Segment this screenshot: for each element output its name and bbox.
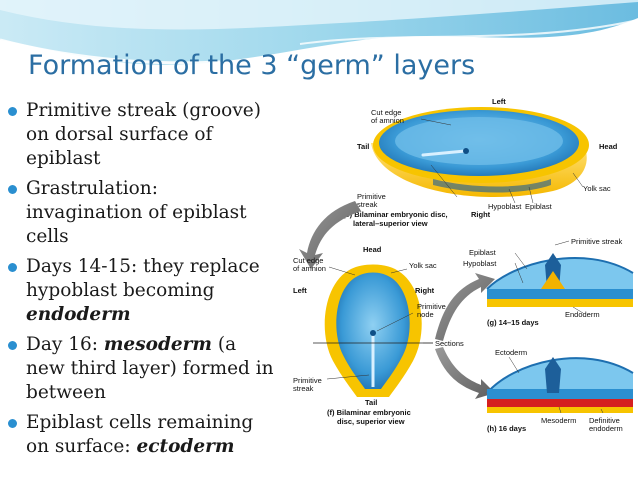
label-head-f: Head <box>363 245 382 254</box>
label-of-amnion: of amnion <box>371 116 404 125</box>
bullet-item: Day 16: mesoderm (a new third layer) for… <box>6 333 278 405</box>
bullet-icon <box>8 263 17 272</box>
arrow-to-h-icon <box>435 347 495 399</box>
label-definitive-1: Definitive <box>589 416 620 425</box>
panel-h-cross-section: Ectoderm Mesoderm Definitive endoderm (h… <box>486 348 634 433</box>
cell-row-h <box>487 389 633 399</box>
bullet-emphasis: mesoderm <box>103 334 212 355</box>
primitive-node-f <box>370 330 376 336</box>
label-yolk-sac: Yolk sac <box>583 184 611 193</box>
label-left-f: Left <box>293 286 307 295</box>
cell-row-g <box>487 289 633 299</box>
label-primitive: Primitive <box>357 192 386 201</box>
panel-f-superior-view: Head Cut edge of amnion Yolk sac Left Ri… <box>293 245 464 426</box>
mesoderm-layer-h <box>487 399 633 407</box>
label-streak: streak <box>357 200 378 209</box>
label-left: Left <box>492 97 506 106</box>
arrow-to-g-icon <box>435 273 495 341</box>
label-ectoderm-h: Ectoderm <box>495 348 527 357</box>
bullet-emphasis: endoderm <box>26 304 131 325</box>
primitive-streak-groove-h <box>545 357 561 393</box>
bullet-text: Primitive streak (groove) on dorsal surf… <box>26 100 261 169</box>
label-primitive-streak-f2: streak <box>293 384 314 393</box>
primitive-streak-line <box>421 149 467 157</box>
caption-f-line1: (f) Bilaminar embryonic <box>327 408 411 417</box>
bullet-text-tail: (a new third layer) formed in between <box>26 334 274 403</box>
embryo-figure: Left Cut edge of amnion Tail Head Yolk s… <box>293 97 634 433</box>
label-epiblast-g: Epiblast <box>469 248 497 257</box>
caption-h: (h) 16 days <box>487 424 526 433</box>
caption-e-line2: lateral–superior view <box>353 219 428 228</box>
label-mesoderm-h: Mesoderm <box>541 416 576 425</box>
bullet-text: Epiblast cells remaining on surface: <box>26 412 254 457</box>
caption-f-line2: disc, superior view <box>337 417 405 426</box>
disc-surface <box>395 117 563 165</box>
bullet-text: Days 14-15: they replace hypoblast becom… <box>26 256 260 301</box>
label-sections: Sections <box>435 339 464 348</box>
bullet-item: Epiblast cells remaining on surface: ect… <box>6 411 278 459</box>
label-primitive-streak-f1: Primitive <box>293 376 322 385</box>
bullet-icon <box>8 107 17 116</box>
label-hypoblast-g: Hypoblast <box>463 259 497 268</box>
slide-title: Formation of the 3 “germ” layers <box>28 50 476 81</box>
caption-e-line1: (e) Bilaminar embryonic disc, <box>343 210 448 219</box>
label-endoderm-g: Endoderm <box>565 310 600 319</box>
caption-e-right: Right <box>471 210 491 219</box>
bullet-icon <box>8 419 17 428</box>
hypoblast-layer <box>433 179 551 193</box>
label-right-f: Right <box>415 286 435 295</box>
bullet-icon <box>8 341 17 350</box>
panel-g-cross-section: Primitive streak Epiblast Hypoblast Endo… <box>463 237 634 327</box>
label-primitive-node-1: Primitive <box>417 302 446 311</box>
bullet-icon <box>8 185 17 194</box>
label-cut-edge: Cut edge <box>371 108 401 117</box>
label-cut-edge-f: Cut edge <box>293 256 323 265</box>
primitive-node-dot <box>463 148 469 154</box>
label-definitive-2: endoderm <box>589 424 623 433</box>
endoderm-layer-g <box>487 299 633 307</box>
label-primitive-streak-g: Primitive streak <box>571 237 623 246</box>
label-yolk-sac-f: Yolk sac <box>409 261 437 270</box>
bullet-item: Days 14-15: they replace hypoblast becom… <box>6 255 278 327</box>
bullet-emphasis: ectoderm <box>136 436 235 457</box>
label-primitive-node-2: node <box>417 310 434 319</box>
bullet-item: Grastrulation: invagination of epiblast … <box>6 177 278 249</box>
curved-arrow-icon <box>299 201 361 269</box>
bullet-list: Primitive streak (groove) on dorsal surf… <box>6 99 278 465</box>
label-hypoblast: Hypoblast <box>488 202 522 211</box>
invaginating-cells-g <box>541 271 565 289</box>
label-epiblast: Epiblast <box>525 202 553 211</box>
bullet-item: Primitive streak (groove) on dorsal surf… <box>6 99 278 171</box>
label-head: Head <box>599 142 618 151</box>
panel-e-lateral-view: Left Cut edge of amnion Tail Head Yolk s… <box>343 97 618 228</box>
label-tail-f: Tail <box>365 398 377 407</box>
bullet-text: Grastrulation: invagination of epiblast … <box>26 178 247 247</box>
label-of-amnion-f: of amnion <box>293 264 326 273</box>
caption-g: (g) 14–15 days <box>487 318 539 327</box>
label-tail: Tail <box>357 142 369 151</box>
header-wave-decoration <box>0 0 638 65</box>
bullet-text: Day 16: <box>26 334 104 355</box>
